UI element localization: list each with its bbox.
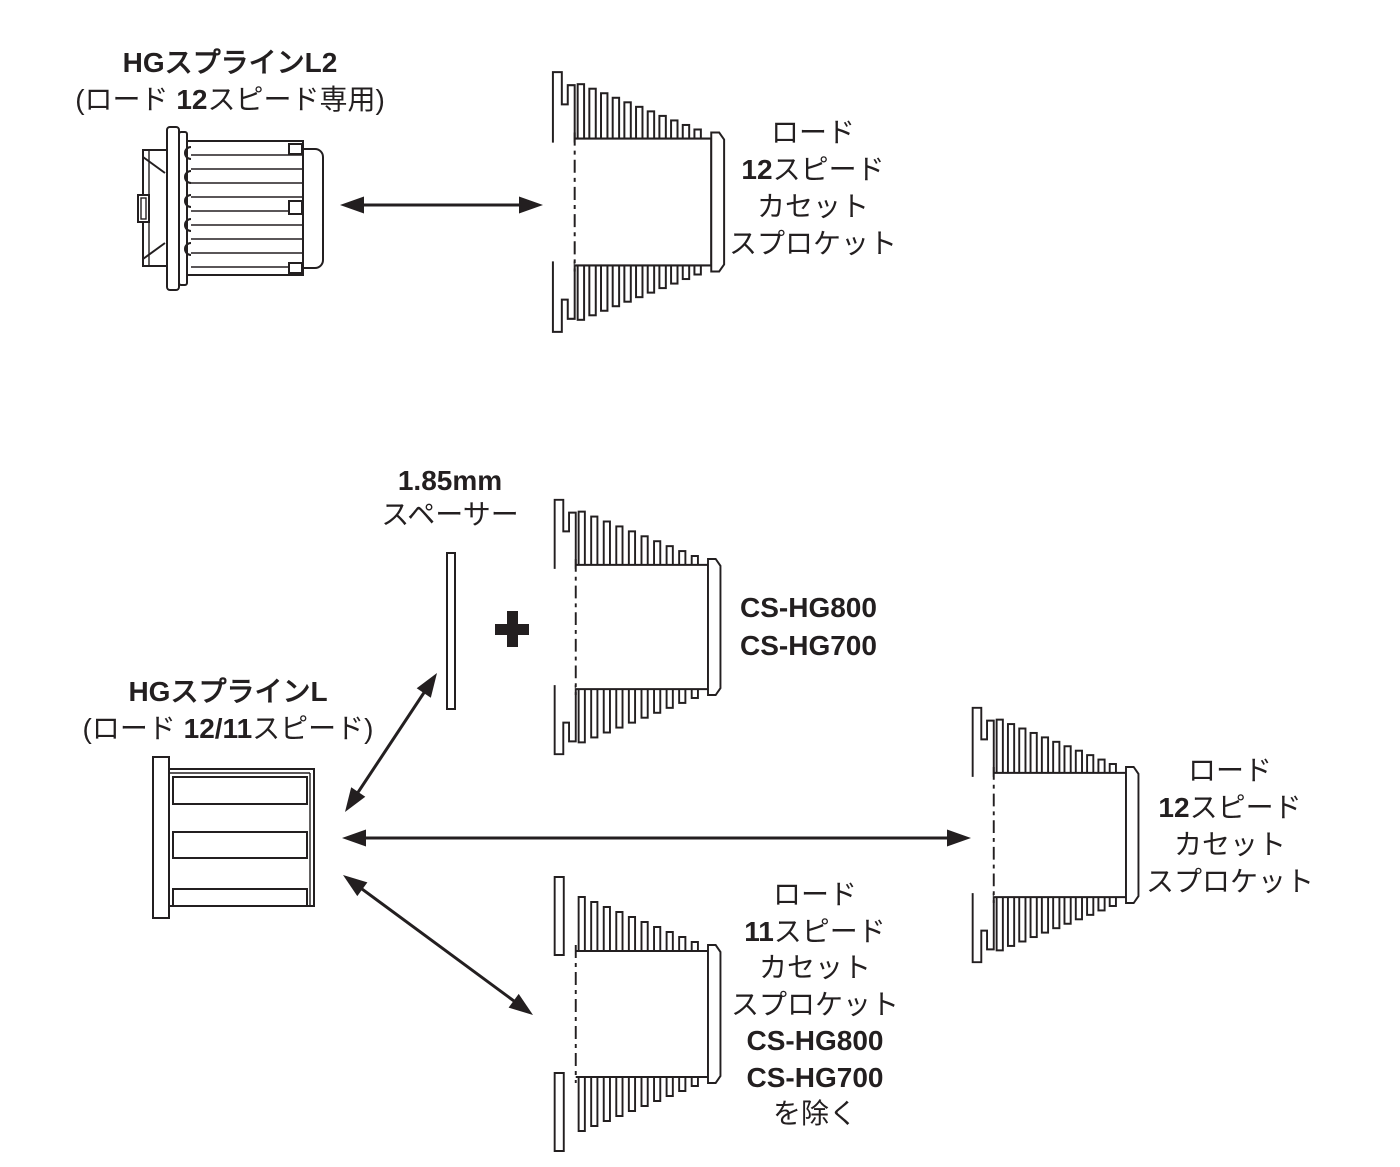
compat-arrow [343, 875, 533, 1015]
cassette-cs-hg800-hg700 [547, 486, 731, 768]
label-road-11speed-cassette: ロード 11スピード カセット スプロケット CS-HG800 CS-HG700… [730, 879, 899, 1129]
cassette-road-12speed-right [965, 694, 1149, 976]
label-hg-spline-l-sub: (ロード 12/11スピード) [82, 713, 374, 744]
compat-arrow [340, 196, 543, 214]
spacer-name: スペーサー [381, 499, 519, 530]
plus-icon [495, 611, 529, 647]
freehub-body-hg-spline-l [145, 753, 345, 923]
spacer-1.85mm [446, 552, 456, 710]
freehub-body-hg-spline-l2 [125, 123, 335, 295]
cassette-drawing [971, 706, 1140, 964]
freehub-l-drawing [152, 756, 315, 919]
label-road-12speed-cassette-top: ロード 12スピード カセット スプロケット [728, 117, 897, 259]
label-cs-models: CS-HG800 CS-HG700 [740, 592, 877, 661]
cassette-drawing [551, 71, 726, 333]
label-hg-spline-l2: HGスプラインL2 (ロード 12スピード専用) [40, 44, 420, 118]
cassette-drawing [553, 876, 722, 1152]
cassette-drawing [553, 498, 722, 756]
cassette-road-12speed-top [545, 58, 735, 346]
label-hg-spline-l: HGスプラインL (ロード 12/11スピード) [48, 673, 408, 747]
label-road-12speed-cassette-right: ロード 12スピード カセット スプロケット [1145, 755, 1314, 897]
label-hg-spline-l2-title: HGスプラインL2 [122, 47, 338, 78]
freehub-l2-drawing [137, 126, 324, 291]
compat-arrow [342, 829, 971, 847]
label-hg-spline-l-title: HGスプラインL [128, 676, 328, 707]
label-spacer: 1.85mm スペーサー [340, 464, 560, 532]
spacer-size: 1.85mm [397, 465, 503, 496]
label-hg-spline-l2-sub: (ロード 12スピード専用) [75, 84, 385, 115]
cassette-road-11speed [547, 871, 731, 1157]
